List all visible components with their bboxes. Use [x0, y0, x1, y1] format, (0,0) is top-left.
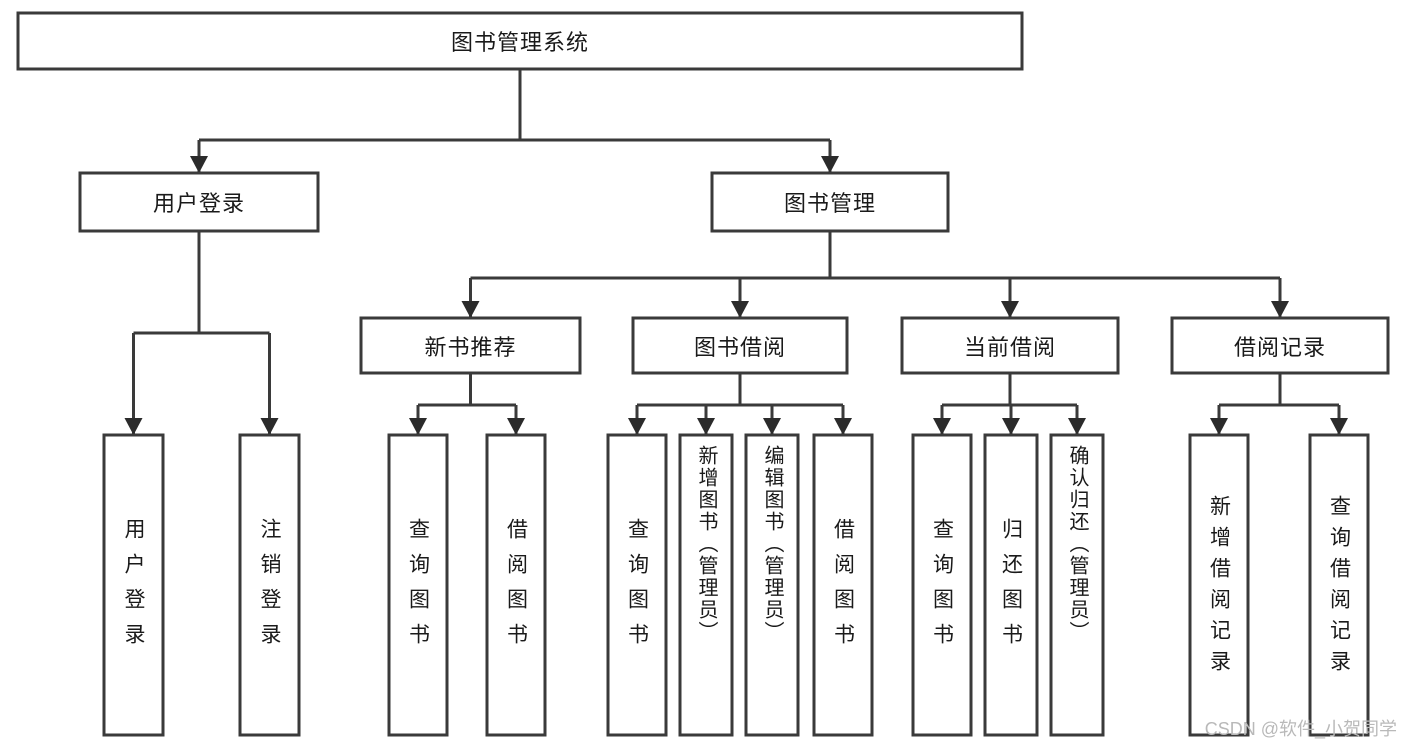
- node-box-leaf-query-book-borrow[interactable]: [606, 433, 668, 737]
- node-box-leaf-logout-login[interactable]: [238, 433, 301, 737]
- arrow-head-icon: [1330, 418, 1348, 435]
- arrow-head-icon: [124, 418, 143, 435]
- node-box-leaf-edit-book-admin[interactable]: [744, 433, 800, 737]
- arrow-head-icon: [1068, 418, 1086, 435]
- arrow-head-icon: [190, 156, 208, 173]
- node-box-leaf-add-book-admin[interactable]: [678, 433, 734, 737]
- arrow-head-icon: [1271, 301, 1289, 318]
- node-box-leaf-borrow-book-recommend[interactable]: [485, 433, 547, 737]
- node-box-leaf-return-book[interactable]: [983, 433, 1039, 737]
- node-box-borrow-record[interactable]: [1170, 316, 1390, 375]
- node-box-leaf-add-borrow-record[interactable]: [1188, 433, 1250, 737]
- node-box-leaf-query-borrow-record[interactable]: [1308, 433, 1370, 737]
- arrow-head-icon: [834, 418, 852, 435]
- node-box-root[interactable]: [16, 11, 1024, 71]
- arrow-head-icon: [1210, 418, 1228, 435]
- node-box-user-login[interactable]: [78, 171, 320, 233]
- arrow-head-icon: [697, 418, 715, 435]
- arrow-head-icon: [731, 301, 749, 318]
- arrow-head-icon: [507, 418, 525, 435]
- arrow-head-icon: [933, 418, 951, 435]
- arrow-head-icon: [628, 418, 646, 435]
- arrow-head-icon: [409, 418, 427, 435]
- arrow-head-icon: [1001, 301, 1019, 318]
- node-box-book-borrow[interactable]: [631, 316, 849, 375]
- node-box-leaf-confirm-return-admin[interactable]: [1049, 433, 1105, 737]
- node-box-leaf-user-login[interactable]: [102, 433, 165, 737]
- arrow-head-icon: [260, 418, 279, 435]
- boxes-layer: [16, 11, 1390, 737]
- node-box-book-management[interactable]: [710, 171, 950, 233]
- arrow-head-icon: [461, 301, 480, 318]
- connectors-layer: [124, 69, 1348, 435]
- watermark-text: CSDN @软件_小贺同学: [1204, 719, 1397, 739]
- node-box-current-borrow[interactable]: [900, 316, 1120, 375]
- node-box-leaf-query-book-recommend[interactable]: [387, 433, 449, 737]
- arrow-head-icon: [1002, 418, 1020, 435]
- node-box-leaf-borrow-book[interactable]: [812, 433, 874, 737]
- node-box-leaf-query-book-current[interactable]: [911, 433, 973, 737]
- arrow-head-icon: [763, 418, 781, 435]
- arrow-head-icon: [821, 156, 839, 173]
- node-box-new-book-recommend[interactable]: [359, 316, 582, 375]
